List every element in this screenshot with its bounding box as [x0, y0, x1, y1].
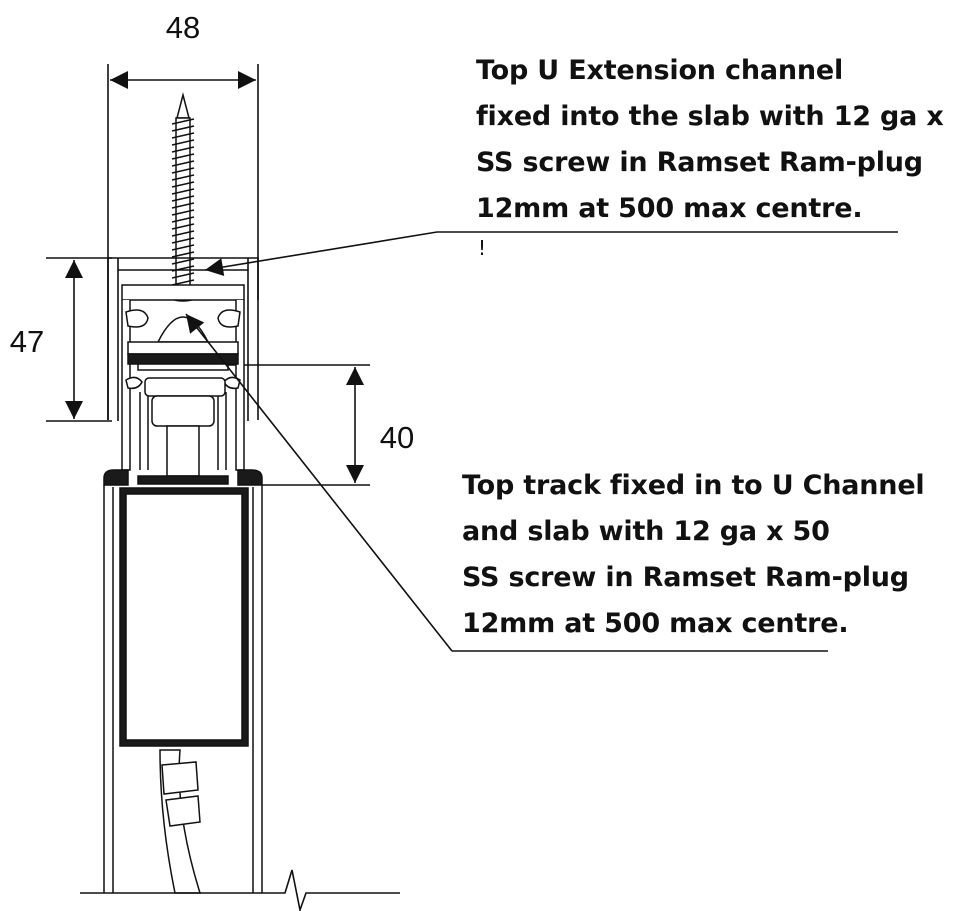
dimension-width-label: 48 [166, 10, 200, 45]
panel-glass-box-inner [125, 493, 243, 741]
track-left-hook [125, 376, 143, 390]
stray-mark: ! [478, 236, 487, 260]
track-left-boss [125, 309, 149, 328]
panel-frame-inner [112, 487, 254, 893]
floor-break-line [80, 869, 400, 911]
panel-top-plate [137, 475, 229, 485]
note-track-line-2: and slab with 12 ga x 50 [462, 516, 830, 547]
note-top-line-4: 12mm at 500 max centre. [476, 193, 863, 224]
panel-frame-outer [103, 485, 263, 893]
note-top-u-channel: Top U Extension channel fixed into the s… [476, 48, 944, 232]
top-u-extension-channel [107, 257, 259, 421]
dimension-track-gap-label: 40 [380, 420, 414, 455]
panel-top-seals [103, 469, 263, 486]
guide-assembly [127, 316, 239, 477]
guide-washer-bottom [137, 363, 229, 371]
dimension-channel-height-47 [46, 257, 112, 422]
pin-stem [166, 425, 200, 477]
note-top-line-3: SS screw in Ramset Ram-plug [476, 147, 923, 178]
track-right-rib [217, 392, 227, 470]
guide-dome [156, 316, 210, 343]
note-track-line-4: 12mm at 500 max centre. [462, 608, 849, 639]
nut-lower [151, 395, 215, 427]
u-channel-inner [117, 269, 249, 421]
note-top-line-1: Top U Extension channel [476, 55, 844, 86]
leader-line-top [204, 231, 438, 276]
panel-handle-grip [161, 761, 201, 827]
dimension-channel-height-label: 47 [10, 324, 44, 359]
dimension-track-gap-40 [228, 364, 370, 486]
note-top-track: Top track fixed in to U Channel and slab… [462, 463, 925, 647]
nut-upper [144, 377, 226, 397]
guide-washer-top [127, 341, 239, 355]
leader-top-track [185, 313, 828, 652]
screw-thread [171, 118, 195, 286]
leader-top-u-channel [204, 231, 898, 276]
leader-line-bottom [185, 313, 453, 652]
top-track-profile [121, 284, 245, 471]
note-top-line-2: fixed into the slab with 12 ga x [476, 101, 944, 132]
note-track-line-1: Top track fixed in to U Channel [462, 470, 925, 501]
track-right-boss [217, 309, 241, 328]
note-track-line-3: SS screw in Ramset Ram-plug [462, 562, 909, 593]
track-left-rib [139, 392, 149, 470]
screw-tip [176, 92, 190, 119]
track-web [121, 284, 245, 301]
u-channel-outer [107, 257, 259, 420]
door-panel [103, 469, 263, 894]
